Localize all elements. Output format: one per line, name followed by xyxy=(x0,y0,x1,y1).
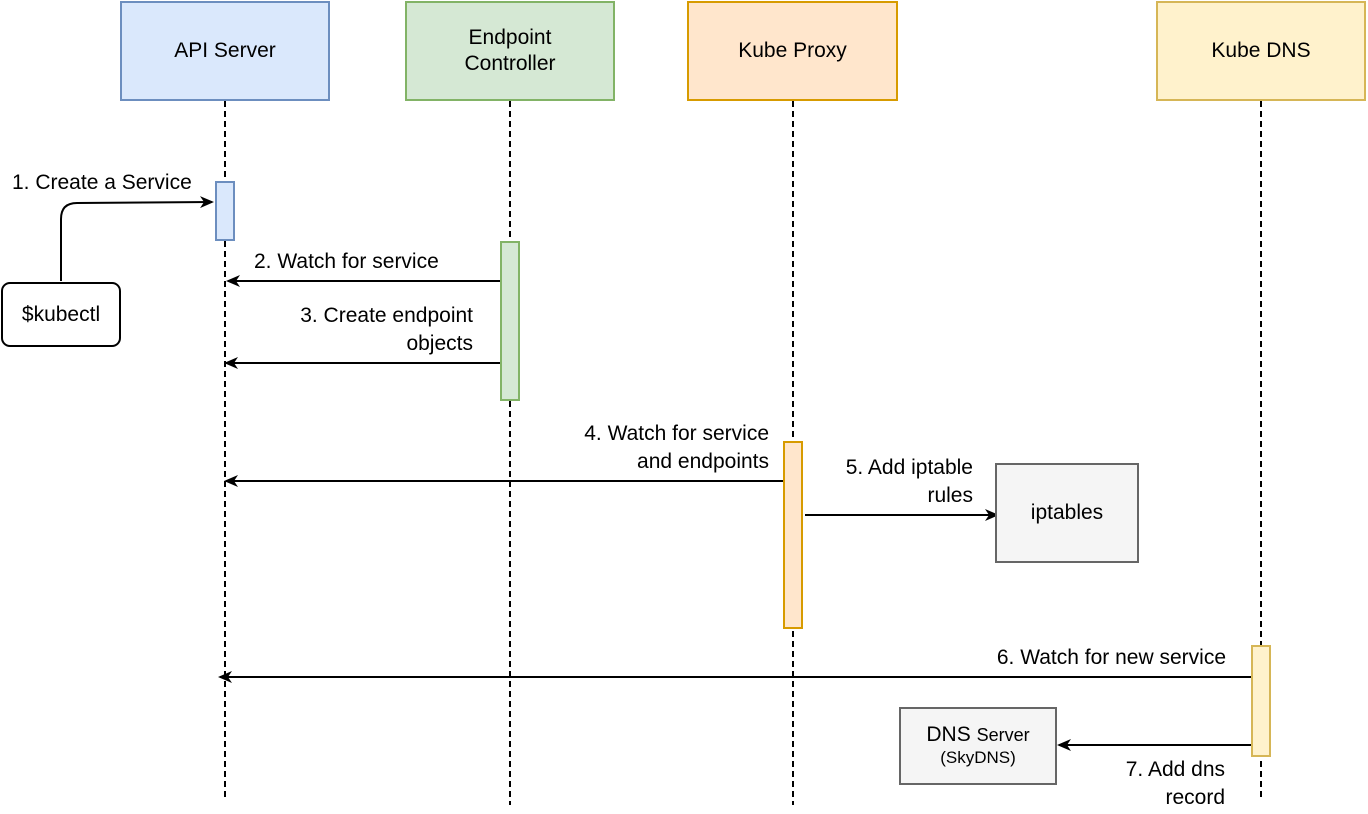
message-label-7: 7. Add dns record xyxy=(1125,758,1225,809)
dns-server-small-label: Server xyxy=(976,725,1030,745)
dns-server-main-label: DNS xyxy=(926,723,971,746)
dns-server-subtitle: (SkyDNS) xyxy=(940,748,1016,767)
activation-kube-proxy xyxy=(783,441,803,629)
dns-server-box[interactable]: DNS Server (SkyDNS) xyxy=(899,707,1057,785)
dns-server-title: DNS Server xyxy=(926,723,1029,747)
participant-kube-proxy[interactable]: Kube Proxy xyxy=(687,1,898,101)
arrow-create-service xyxy=(60,196,214,281)
message-label-2: 2. Watch for service xyxy=(254,250,439,273)
participant-kube-dns[interactable]: Kube DNS xyxy=(1156,1,1366,101)
kubectl-box[interactable]: $kubectl xyxy=(1,282,121,347)
message-label-3: 3. Create endpoint objects xyxy=(300,304,473,355)
iptables-box[interactable]: iptables xyxy=(995,463,1139,563)
activation-kube-dns xyxy=(1251,645,1271,757)
activation-endpoint-controller xyxy=(500,241,520,401)
participant-endpoint-controller[interactable]: Endpoint Controller xyxy=(405,1,615,101)
participant-api-server[interactable]: API Server xyxy=(120,1,330,101)
activation-api-server xyxy=(215,181,235,241)
message-label-5: 5. Add iptable rules xyxy=(845,456,973,507)
message-label-6: 6. Watch for new service xyxy=(996,646,1226,669)
message-label-4: 4. Watch for service and endpoints xyxy=(584,422,769,473)
message-label-1: 1. Create a Service xyxy=(12,171,192,194)
